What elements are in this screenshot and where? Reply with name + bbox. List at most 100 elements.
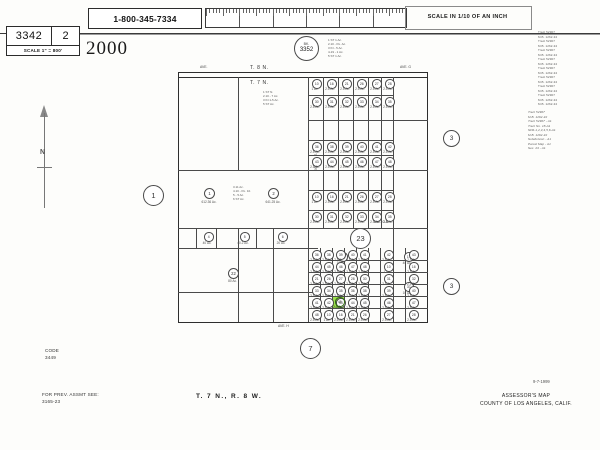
parcel-number[interactable]: 27 <box>384 310 394 320</box>
parcel-number[interactable]: 26 <box>357 79 367 89</box>
parcel-number[interactable]: 33 <box>357 97 367 107</box>
parcel-number[interactable]: 26 <box>360 310 370 320</box>
parcel-number[interactable]: 31 <box>384 274 394 284</box>
parcel-number[interactable]: 41 <box>312 298 322 308</box>
parcel-number[interactable]: 38 <box>360 286 370 296</box>
parcel-number[interactable]: 28 <box>385 79 395 89</box>
parcel-number[interactable]: 6 <box>278 232 288 242</box>
parcel-number[interactable]: 35 <box>385 212 395 222</box>
parcel-number[interactable]: 21 <box>342 79 352 89</box>
parcel-number[interactable]: 31 <box>327 97 337 107</box>
parcel-number[interactable]: 40 <box>409 286 419 296</box>
parcel-number[interactable]: 21 <box>348 310 358 320</box>
parcel-number[interactable]: 43 <box>409 250 419 260</box>
parcel-number[interactable]: 40 <box>357 142 367 152</box>
parcel-number[interactable]: 16 <box>327 79 337 89</box>
parcel-number[interactable]: 44 <box>327 157 337 167</box>
parcel-number[interactable]: 32 <box>409 274 419 284</box>
sheet-ref-23[interactable]: 23 <box>350 228 371 249</box>
parcel-number[interactable]: 44 <box>348 298 358 308</box>
parcel-number[interactable]: 27 <box>372 192 382 202</box>
parcel-number[interactable]: 39 <box>342 142 352 152</box>
parcel-number[interactable]: 4 <box>204 232 214 242</box>
highlighted-parcel-number[interactable]: 45 <box>335 297 345 307</box>
parcel-number[interactable]: 30 <box>360 274 370 284</box>
parcel-number[interactable]: 32 <box>342 97 352 107</box>
parcel-number[interactable]: 44 <box>312 262 322 272</box>
parcel-number[interactable]: 10 <box>312 79 322 89</box>
parcel-number[interactable]: 16 <box>336 310 346 320</box>
parcel-number[interactable]: 10 <box>312 192 322 202</box>
parcel-number[interactable]: 48 <box>312 310 322 320</box>
parcel-number[interactable]: 42 <box>324 298 334 308</box>
parcel-number[interactable]: 34 <box>372 212 382 222</box>
parcel-number[interactable]: 46 <box>336 262 346 272</box>
parcel-number[interactable]: 42 <box>385 142 395 152</box>
parcel-number[interactable]: 2 <box>268 188 279 199</box>
parcel-number[interactable]: 36 <box>312 142 322 152</box>
parcel-number[interactable]: 26 <box>324 274 334 284</box>
parcel-number[interactable]: 34 <box>324 286 334 296</box>
sheet-ref-1[interactable]: 1 <box>143 185 164 206</box>
parcel-number[interactable]: 41 <box>372 142 382 152</box>
parcel-number[interactable]: 45 <box>360 298 370 308</box>
parcel-number[interactable]: 22 <box>228 268 239 279</box>
parcel-number[interactable]: 31 <box>327 212 337 222</box>
parcel-number[interactable]: 45 <box>324 262 334 272</box>
parcel-number[interactable]: 28 <box>409 310 419 320</box>
parcel-number[interactable]: 39 <box>336 250 346 260</box>
parcel-number[interactable]: 5 <box>240 232 250 242</box>
parcel-number[interactable]: 39 <box>384 286 394 296</box>
